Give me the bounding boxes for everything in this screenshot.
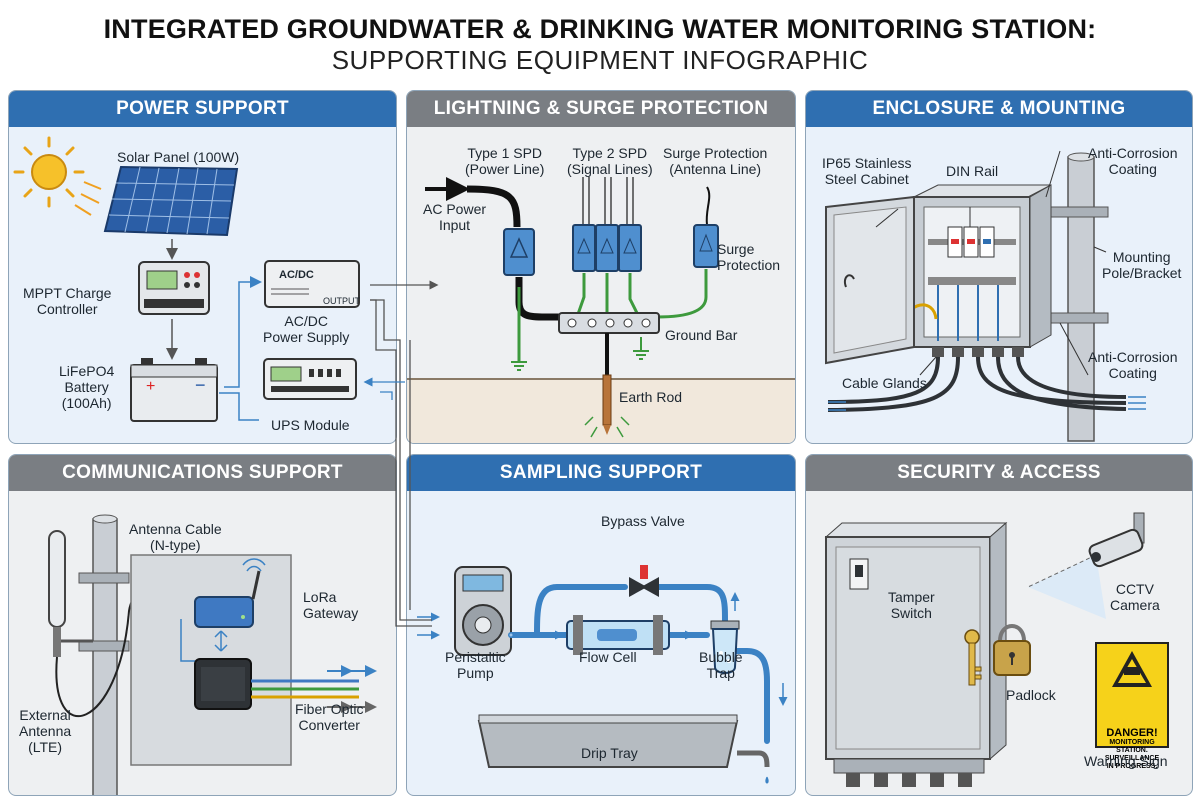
key-icon [964, 629, 982, 686]
peristaltic-pump-icon [454, 566, 512, 656]
fiber-converter-icon [194, 658, 252, 710]
ground-bar-label: Ground Bar [665, 327, 738, 343]
panel-title: ENCLOSURE & MOUNTING [806, 91, 1192, 127]
surge-diagram [407, 177, 795, 443]
panel-title: LIGHTNING & SURGE PROTECTION [407, 91, 795, 127]
ac-power-label: AC Power Input [423, 201, 487, 233]
cctv-label: CCTV Camera [1110, 581, 1160, 613]
mounting-pole-icon [1037, 152, 1109, 442]
solar-panel-icon [103, 165, 239, 237]
coating-top-label: Anti-Corrosion Coating [1088, 145, 1178, 177]
padlock-icon [993, 624, 1031, 676]
svg-text:+: + [146, 378, 155, 395]
lora-gateway-icon [194, 558, 266, 628]
page-subtitle: SUPPORTING EQUIPMENT INFOGRAPHIC [331, 45, 869, 75]
pole-label: Mounting Pole/Bracket [1102, 249, 1182, 281]
sampling-diagram [417, 565, 788, 784]
type1-label: Type 1 SPD (Power Line) [465, 145, 545, 177]
earth-rod-icon [584, 374, 630, 438]
antenna-spd-label: Surge Protection (Antenna Line) [663, 145, 768, 177]
power-diagram: + − [13, 136, 360, 422]
battery-icon: + − [130, 358, 218, 422]
security-panel: SECURITY & ACCESS [805, 454, 1193, 796]
cabinet-icon [902, 184, 1052, 348]
earth-rod-label: Earth Rod [619, 389, 683, 405]
panel-title: POWER SUPPORT [9, 91, 396, 127]
panel-title: SAMPLING SUPPORT [407, 455, 795, 491]
communications-panel: COMMUNICATIONS SUPPORT [8, 454, 397, 796]
flow-cell-label: Flow Cell [579, 649, 637, 665]
coating-bottom-label: Anti-Corrosion Coating [1088, 349, 1178, 381]
bubble-trap-icon [710, 620, 740, 674]
panel-title: COMMUNICATIONS SUPPORT [9, 455, 396, 491]
enclosure-diagram [825, 150, 1146, 442]
acdc-supply-icon [264, 260, 360, 308]
svg-text:−: − [195, 375, 206, 395]
panel-title: SECURITY & ACCESS [806, 455, 1192, 491]
lightning-surge-panel: LIGHTNING & SURGE PROTECTION [406, 90, 796, 444]
warning-sign-icon [1095, 642, 1169, 748]
security-cabinet-icon [824, 521, 1008, 787]
drip-tray-icon [477, 714, 770, 784]
infographic-header: INTEGRATED GROUNDWATER & DRINKING WATER … [0, 0, 1200, 86]
cctv-camera-icon [1027, 512, 1145, 619]
fiber-converter-label: Fiber Optic Converter [295, 701, 364, 733]
acdc-box-text: AC/DC [279, 269, 314, 281]
ups-label: UPS Module [271, 417, 350, 433]
enclosure-mounting-panel: ENCLOSURE & MOUNTING [805, 90, 1193, 444]
type1-spd-icon [503, 228, 535, 276]
sign-body: MONITORING STATION. SURVEILLANCE IN PROG… [1104, 739, 1160, 770]
padlock-label: Padlock [1006, 687, 1056, 703]
sun-icon [13, 136, 102, 216]
lte-antenna-icon [48, 530, 93, 657]
acdc-out-text: OUTPUT [323, 296, 360, 306]
cable-glands-icon [932, 347, 1024, 357]
bypass-valve-label: Bypass Valve [601, 513, 685, 529]
tamper-switch-label: Tamper Switch [888, 589, 935, 621]
cable-glands-label: Cable Glands [842, 375, 927, 391]
battery-label: LiFePO4 Battery (100Ah) [59, 363, 115, 411]
tamper-switch-icon [849, 558, 869, 590]
ups-module-icon [263, 358, 357, 400]
power-support-panel: POWER SUPPORT [8, 90, 397, 444]
bypass-valve-icon [629, 565, 659, 597]
sampling-panel: SAMPLING SUPPORT [406, 454, 796, 796]
type2-label: Type 2 SPD (Signal Lines) [567, 145, 653, 177]
solar-panel-label: Solar Panel (100W) [117, 149, 240, 165]
lora-gateway-label: LoRa Gateway [303, 589, 359, 621]
comms-diagram [48, 514, 377, 795]
ground-bar-icon [558, 312, 660, 334]
antenna-spd-icon [693, 224, 719, 268]
cabinet-label: IP65 Stainless Steel Cabinet [822, 155, 912, 187]
pump-label: Peristaltic Pump [445, 649, 506, 681]
drip-tray-label: Drip Tray [581, 745, 638, 761]
warning-sign-label: Warning Sign [1084, 753, 1168, 769]
type2-spd-icon [572, 177, 642, 272]
security-diagram [824, 512, 1169, 787]
surge-protection-label: Surge Protection [717, 241, 781, 273]
flow-cell-icon [566, 615, 670, 655]
sign-heading: DANGER! [1106, 727, 1158, 739]
cabinet-door-icon [825, 195, 915, 365]
antenna-cable-label: Antenna Cable (N-type) [129, 521, 222, 553]
bubble-trap-label: Bubble Trap [699, 649, 743, 681]
din-rail-label: DIN Rail [946, 163, 999, 179]
acdc-label: AC/DC Power Supply [263, 313, 350, 345]
page-title: INTEGRATED GROUNDWATER & DRINKING WATER … [103, 14, 1097, 44]
mppt-label: MPPT Charge Controller [23, 285, 112, 317]
external-antenna-label: External Antenna (LTE) [19, 707, 72, 755]
mppt-controller-icon [138, 261, 210, 315]
